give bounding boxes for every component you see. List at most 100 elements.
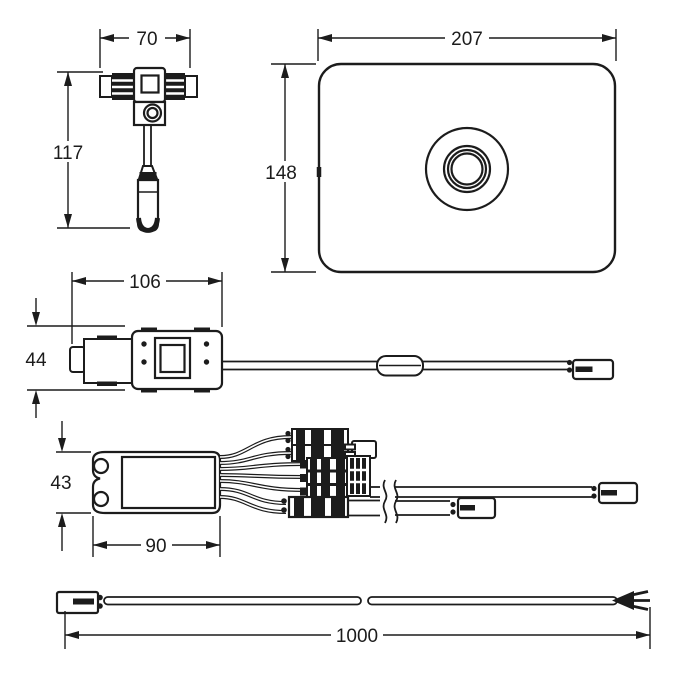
arrowhead-right-icon — [208, 277, 222, 285]
neck-tab — [97, 335, 117, 340]
arrowhead-left-icon — [100, 34, 114, 42]
arrowhead-up-icon — [64, 72, 72, 86]
latch-bump — [450, 501, 456, 508]
latch-bump — [281, 507, 287, 513]
plug-pin — [601, 490, 617, 496]
latch — [300, 474, 307, 482]
cable-assembly — [55, 590, 650, 615]
arrowhead-left-icon — [65, 631, 79, 639]
valve-height-dimension: 117 — [48, 71, 130, 229]
connection-cable-figure: 1000 — [55, 590, 651, 649]
control-box-lid — [120, 455, 217, 510]
dim-label-control-height: 43 — [50, 473, 71, 494]
sensor-neck — [83, 338, 134, 384]
latch-bump — [566, 359, 573, 366]
connector-cluster — [281, 428, 377, 519]
body-tab — [141, 388, 157, 393]
arrowhead-left-icon — [72, 277, 86, 285]
plug-corner — [136, 217, 149, 233]
plug-pin — [575, 366, 593, 372]
latch-bump — [566, 367, 573, 373]
sensor-nub — [69, 346, 86, 373]
plug-pin — [73, 598, 94, 605]
stripped-wire-end — [612, 591, 634, 610]
label-mask — [260, 161, 302, 182]
arrowhead-down-icon — [32, 312, 40, 326]
arrowhead-right-icon — [206, 541, 220, 549]
body-tab — [194, 388, 210, 393]
plate-height-dimension: 148 — [260, 63, 316, 273]
screw-dot — [141, 341, 147, 347]
screw-dot — [203, 359, 210, 365]
sensor-cable — [222, 355, 615, 381]
control-box — [91, 450, 222, 515]
valve-port-outer — [142, 103, 163, 123]
latch — [300, 487, 307, 496]
right-end-cap — [184, 75, 198, 98]
latch-bump — [591, 485, 597, 492]
arrowhead-left-icon — [318, 34, 332, 42]
wire-harness — [219, 435, 305, 514]
sensor-window-outer — [153, 336, 192, 380]
latch-bump — [285, 430, 291, 437]
label-mask — [445, 27, 489, 48]
control-unit-figure: 43 90 — [50, 421, 639, 557]
arrowhead-up-icon — [32, 390, 40, 404]
screw-dot — [203, 341, 210, 347]
arrowhead-up-icon — [58, 513, 66, 527]
latch-bump — [285, 446, 291, 453]
arrowhead-down-icon — [58, 438, 66, 452]
dim-label-plate-height: 148 — [265, 163, 297, 184]
plug-corner — [147, 217, 160, 233]
valve-port-inner — [146, 106, 159, 120]
latch-bump — [281, 498, 287, 504]
dim-label-valve-height: 117 — [53, 143, 83, 164]
body-tab — [141, 327, 157, 332]
latch-bump — [285, 437, 291, 444]
cable-length-dimension: 1000 — [64, 607, 651, 649]
rib-gaps — [112, 79, 134, 95]
button-ring — [442, 144, 492, 194]
cover-plate-figure: 207 148 — [260, 27, 617, 274]
rib-gaps — [163, 79, 185, 95]
label-mask — [331, 624, 383, 645]
plug-pin — [460, 505, 475, 511]
latch-bump — [591, 493, 597, 499]
cable-segment — [103, 596, 362, 606]
left-end-cap — [99, 75, 113, 98]
screw-dot — [141, 359, 147, 365]
mounting-hole — [92, 457, 110, 475]
arrowhead-right-icon — [176, 34, 190, 42]
dim-label-valve-width: 70 — [136, 29, 157, 50]
bracket-tab — [344, 443, 356, 451]
control-width-dimension: 90 — [92, 516, 221, 557]
latch — [300, 460, 307, 469]
arrowhead-right-icon — [602, 34, 616, 42]
valve-body — [99, 66, 198, 233]
break-squiggle — [382, 479, 388, 524]
arrowhead-down-icon — [64, 214, 72, 228]
wire-strand — [631, 590, 649, 597]
valve-width-dimension: 70 — [99, 27, 191, 68]
label-mask — [124, 270, 166, 291]
plate-width-dimension: 207 — [317, 27, 617, 61]
body-tab — [194, 327, 210, 332]
arrowhead-up-icon — [281, 64, 289, 78]
sensor-length-dimension: 106 — [71, 270, 223, 344]
latch-bump — [285, 453, 291, 460]
cable-end-plug — [597, 481, 639, 505]
valve-figure: 70 117 — [48, 27, 198, 233]
latch-bump — [97, 594, 103, 601]
dim-label-plate-width: 207 — [451, 29, 483, 50]
cable-segment — [367, 596, 618, 606]
label-mask — [129, 27, 165, 48]
stem-band — [139, 172, 157, 180]
sensor-window-inner — [159, 343, 186, 374]
outgoing-cables — [348, 479, 639, 524]
label-mask — [141, 534, 172, 555]
arrowhead-left-icon — [93, 541, 107, 549]
mounting-hole — [92, 490, 110, 508]
button-ring-inner — [446, 148, 488, 190]
control-height-dimension: 43 — [50, 421, 91, 551]
